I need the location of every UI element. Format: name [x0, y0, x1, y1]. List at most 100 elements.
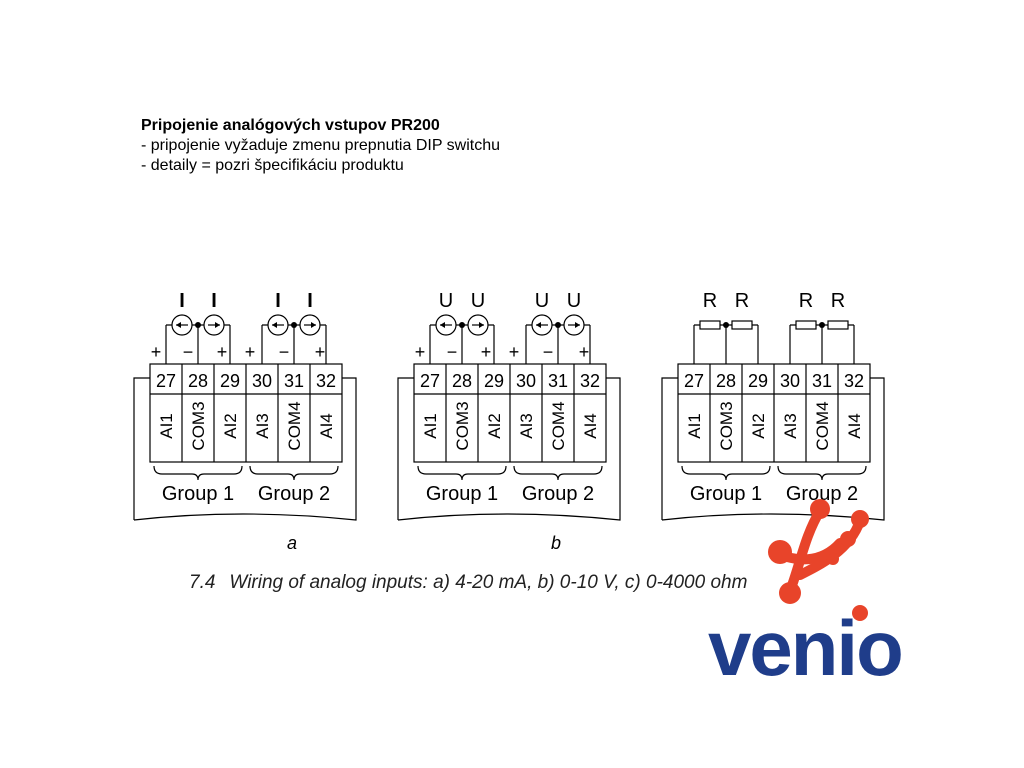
resistor-icon [827, 320, 849, 330]
source-symbol: U [439, 290, 453, 312]
group-label: Group 1 [426, 483, 498, 505]
junction-dot [555, 322, 561, 328]
terminal-label: AI2 [221, 413, 240, 439]
source-symbol: R [735, 290, 749, 312]
note-line-2: - detaily = pozri špecifikáciu produktu [141, 157, 404, 174]
source-symbol: R [831, 290, 845, 312]
terminal-number: 29 [748, 371, 768, 391]
source-symbol: U [471, 290, 485, 312]
group-label: Group 2 [522, 483, 594, 505]
terminal-number: 30 [252, 371, 272, 391]
terminal-label: COM3 [189, 401, 208, 450]
page-title: Pripojenie analógových vstupov PR200 [141, 117, 440, 134]
source-symbol: U [535, 290, 549, 312]
source-symbol: R [703, 290, 717, 312]
terminal-label: AI4 [581, 413, 600, 439]
polarity-mark: + [245, 342, 256, 362]
caption-text: Wiring of analog inputs: a) 4-20 mA, b) … [229, 572, 748, 593]
terminal-label: AI4 [845, 413, 864, 439]
page-header: Pripojenie analógových vstupov PR200 - p… [141, 116, 500, 176]
junction-dot [459, 322, 465, 328]
group-brace [513, 465, 603, 481]
terminal-label: COM4 [285, 401, 304, 450]
terminal-number: 32 [580, 371, 600, 391]
polarity-mark: − [543, 342, 554, 362]
polarity-mark: + [509, 342, 520, 362]
source-arrowhead [575, 322, 580, 328]
resistor-icon [731, 320, 753, 330]
note-line-1: - pripojenie vyžaduje zmenu prepnutia DI… [141, 137, 501, 154]
terminal-number: 31 [812, 371, 832, 391]
source-arrowhead [536, 322, 541, 328]
terminal-number: 30 [516, 371, 536, 391]
source-arrowhead [440, 322, 445, 328]
polarity-mark: − [447, 342, 458, 362]
terminal-label: COM4 [813, 401, 832, 450]
logo-stroke [785, 506, 825, 596]
logo-dot [768, 540, 792, 564]
terminal-label: AI2 [485, 413, 504, 439]
terminal-number: 30 [780, 371, 800, 391]
polarity-mark: − [183, 342, 194, 362]
group-brace [249, 465, 339, 481]
terminal-number: 27 [156, 371, 176, 391]
terminal-number: 29 [484, 371, 504, 391]
source-arrowhead [176, 322, 181, 328]
terminal-label: COM3 [453, 401, 472, 450]
terminal-number: 32 [844, 371, 864, 391]
logo-dot [851, 510, 869, 528]
polarity-mark: + [481, 342, 492, 362]
terminal-label: COM4 [549, 401, 568, 450]
group-label: Group 1 [162, 483, 234, 505]
group-brace [417, 465, 507, 481]
source-symbol: I [179, 290, 185, 312]
terminal-number: 32 [316, 371, 336, 391]
resistor-icon [795, 320, 817, 330]
terminal-label: AI3 [781, 413, 800, 439]
terminal-label: COM3 [717, 401, 736, 450]
group-brace [153, 465, 243, 481]
terminal-number: 31 [548, 371, 568, 391]
group-label: Group 1 [690, 483, 762, 505]
logo-text: venio [708, 604, 902, 692]
terminal-label: AI4 [317, 413, 336, 439]
terminal-label: AI1 [421, 413, 440, 439]
resistor-icon [699, 320, 721, 330]
group-brace [681, 465, 771, 481]
source-symbol: R [799, 290, 813, 312]
diagram-letter: b [551, 533, 561, 553]
logo-dot [810, 499, 830, 519]
device-housing [133, 377, 357, 521]
polarity-mark: − [279, 342, 290, 362]
terminal-number: 28 [716, 371, 736, 391]
terminal-number: 31 [284, 371, 304, 391]
device-housing [661, 377, 885, 521]
venio-logo: venio [708, 499, 904, 692]
terminal-number: 28 [452, 371, 472, 391]
terminal-label: AI2 [749, 413, 768, 439]
terminal-number: 27 [420, 371, 440, 391]
source-arrowhead [215, 322, 220, 328]
source-arrowhead [272, 322, 277, 328]
terminal-number: 27 [684, 371, 704, 391]
caption-number: 7.4 [189, 572, 216, 593]
polarity-mark: + [315, 342, 326, 362]
figure-caption: 7.4 Wiring of analog inputs: a) 4-20 mA, … [189, 572, 747, 594]
terminal-number: 28 [188, 371, 208, 391]
polarity-mark: + [151, 342, 162, 362]
group-brace [777, 465, 867, 481]
source-symbol: I [275, 290, 281, 312]
group-label: Group 2 [258, 483, 330, 505]
junction-dot [819, 322, 825, 328]
junction-dot [195, 322, 201, 328]
logo-dot [852, 605, 868, 621]
junction-dot [723, 322, 729, 328]
terminal-label: AI1 [685, 413, 704, 439]
source-arrowhead [311, 322, 316, 328]
terminal-label: AI3 [253, 413, 272, 439]
source-symbol: U [567, 290, 581, 312]
polarity-mark: + [217, 342, 228, 362]
